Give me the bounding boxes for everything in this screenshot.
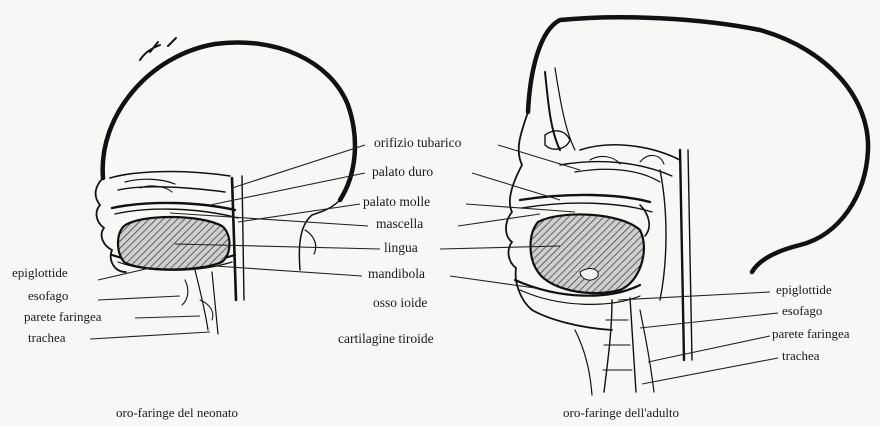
- label-esofago-right: esofago: [782, 303, 822, 318]
- neonate-head: [96, 38, 355, 334]
- caption-neonate: oro-faringe del neonato: [116, 405, 238, 421]
- neonate-tongue: [118, 217, 230, 270]
- label-orifizio-tubarico: orifizio tubarico: [374, 135, 461, 150]
- label-osso-ioide: osso ioide: [373, 295, 427, 310]
- label-parete-faringea-left: parete faringea: [24, 309, 102, 324]
- label-palato-molle: palato molle: [363, 194, 430, 209]
- caption-adult: oro-faringe dell'adulto: [563, 405, 679, 421]
- label-epiglottide-right: epiglottide: [776, 282, 832, 297]
- label-trachea-right: trachea: [782, 348, 820, 363]
- label-palato-duro: palato duro: [372, 164, 433, 179]
- label-mascella: mascella: [376, 216, 423, 231]
- adult-tongue: [531, 214, 644, 293]
- label-cartilagine-tiroide: cartilagine tiroide: [338, 331, 434, 346]
- label-epiglottide-left: epiglottide: [12, 265, 68, 280]
- label-esofago-left: esofago: [28, 288, 68, 303]
- leader-lines-right: [618, 292, 778, 384]
- label-trachea-left: trachea: [28, 330, 66, 345]
- label-mandibola: mandibola: [368, 266, 425, 281]
- label-lingua: lingua: [384, 240, 418, 255]
- leader-lines-left: [90, 268, 210, 339]
- label-parete-faringea-right: parete faringea: [772, 326, 850, 341]
